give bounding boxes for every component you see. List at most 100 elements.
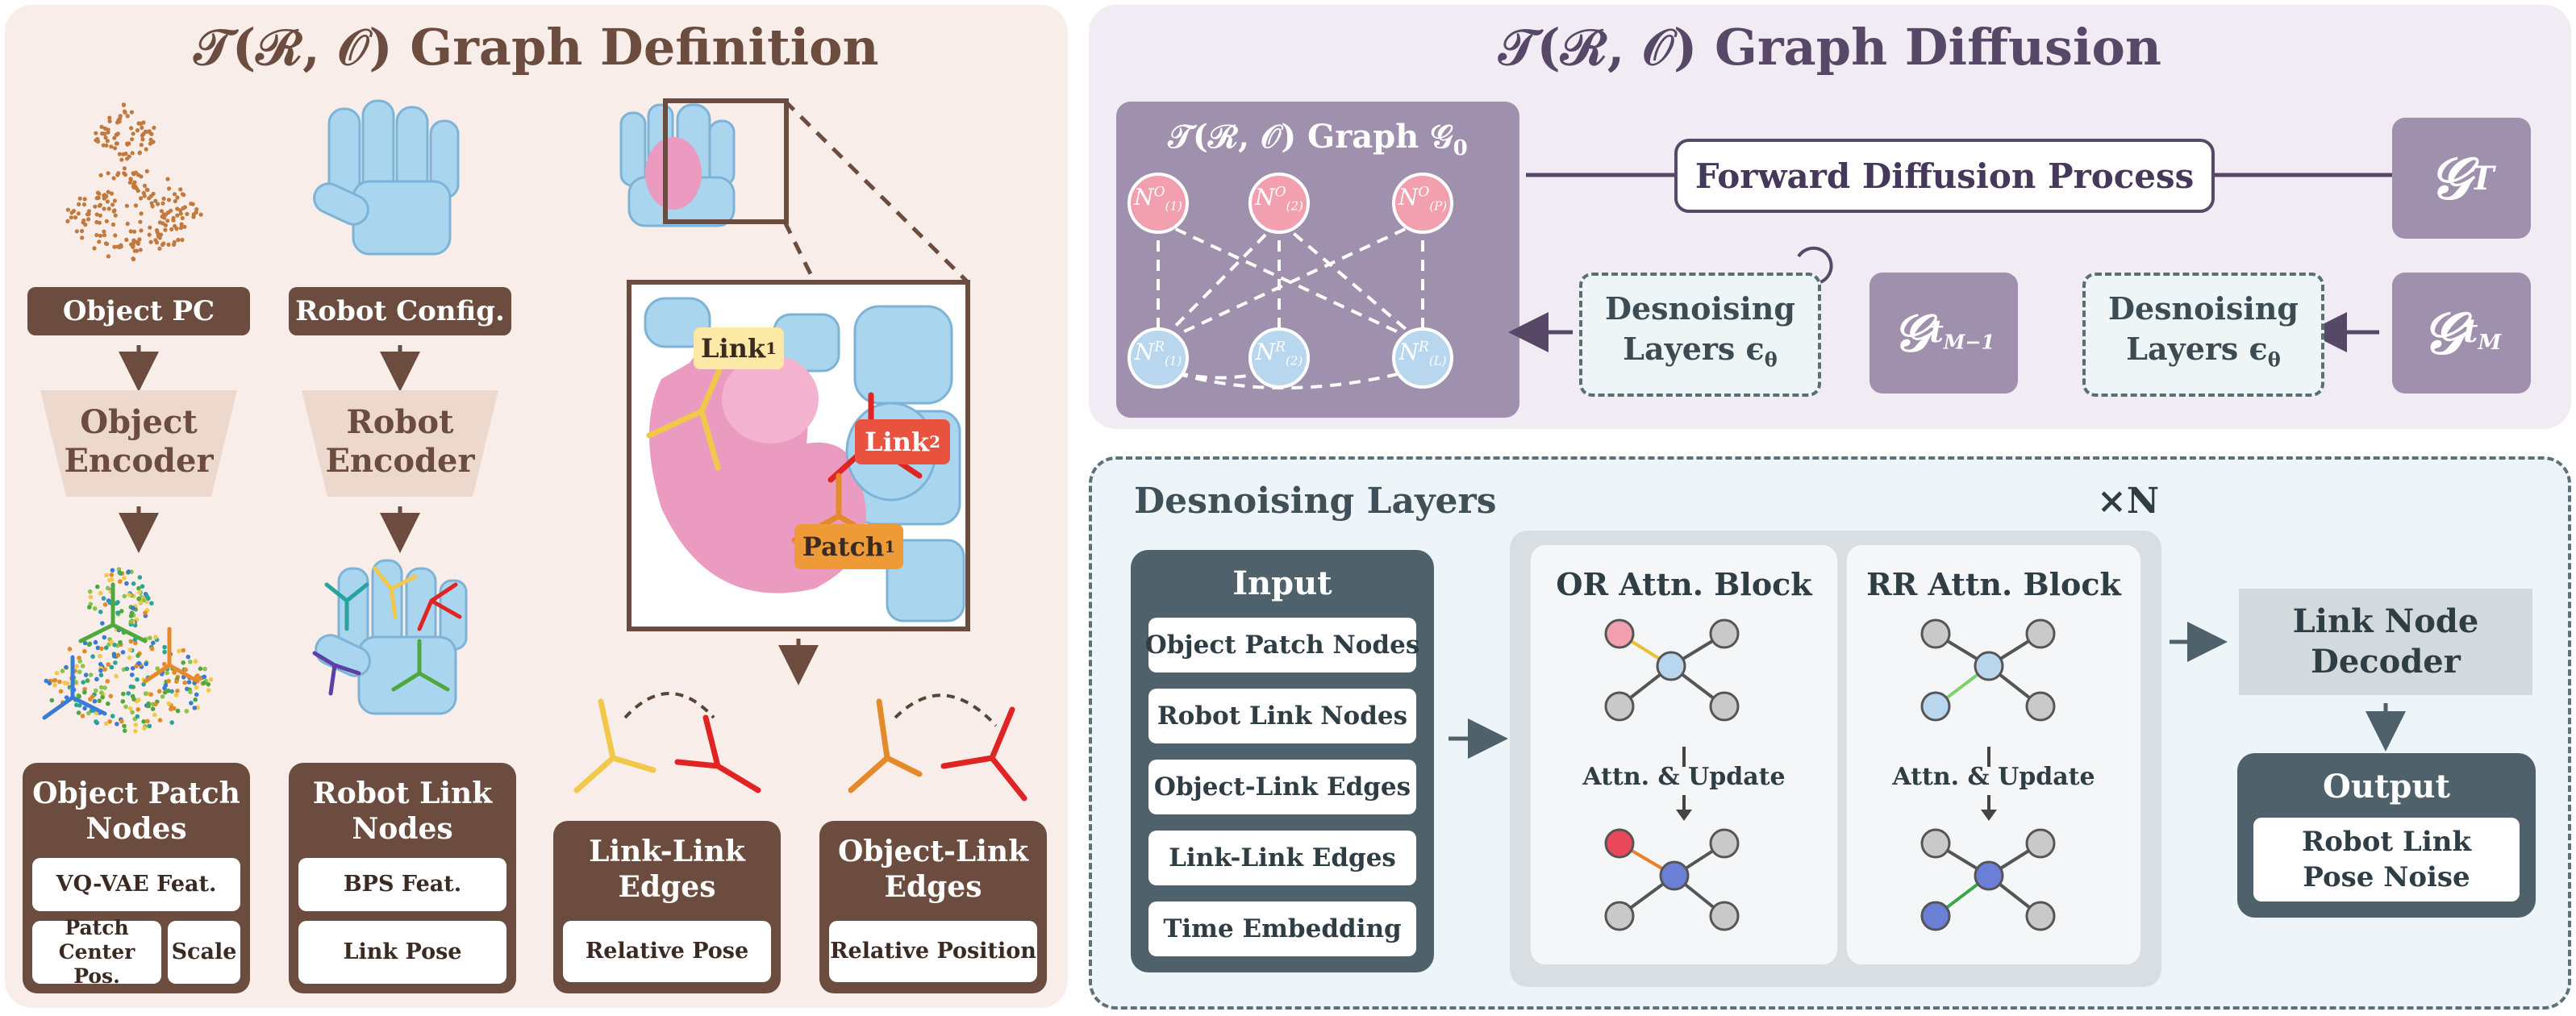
encoded-point-dot	[130, 666, 135, 671]
encoded-point-dot	[80, 664, 85, 668]
encoded-point-dot	[186, 680, 192, 685]
point-cloud-dot	[130, 137, 135, 142]
encoded-point-dot	[133, 640, 138, 646]
point-cloud-dot	[148, 137, 153, 142]
point-cloud-dot	[180, 215, 185, 221]
point-cloud-dot	[97, 203, 102, 208]
encoded-point-dot	[86, 642, 92, 647]
point-cloud-dot	[112, 135, 117, 140]
or-attn-title: OR Attn. Block	[1556, 566, 1812, 602]
encoded-point-dot	[122, 723, 127, 729]
point-cloud-dot	[123, 173, 127, 177]
point-cloud-dot	[92, 246, 97, 251]
encoded-point-dot	[142, 726, 147, 731]
encoded-point-dot	[98, 668, 103, 673]
encoded-point-dot	[149, 601, 154, 606]
encoded-point-dot	[106, 701, 110, 706]
graph-g0-diagram	[1128, 173, 1453, 389]
encoded-point-dot	[157, 718, 163, 722]
graph-g0-text: 𝒯(ℛ, 𝒪) Graph 𝒢	[1168, 118, 1453, 156]
point-cloud-dot	[135, 173, 140, 177]
encoded-point-dot	[93, 639, 98, 645]
point-cloud-dot	[180, 192, 185, 197]
encoded-point-dot	[106, 662, 110, 667]
encoded-point-dot	[169, 706, 173, 712]
point-cloud-dot	[97, 239, 102, 244]
encoded-point-dot	[118, 571, 123, 576]
point-cloud-dot	[151, 191, 156, 196]
encoded-point-dot	[135, 677, 140, 682]
point-cloud-dot	[102, 131, 107, 136]
encoded-point-dot	[145, 718, 150, 724]
point-cloud-dot	[194, 206, 199, 212]
point-cloud-dot	[163, 227, 168, 232]
encoded-point-dot	[135, 707, 140, 712]
point-cloud-dot	[98, 213, 102, 218]
encoded-point-dot	[76, 710, 81, 715]
input-robot-link-nodes: Robot Link Nodes	[1148, 689, 1416, 743]
encoded-point-dot	[138, 600, 144, 605]
input-object-patch-nodes: Object Patch Nodes	[1145, 618, 1419, 672]
point-cloud-dot	[85, 212, 90, 217]
rr-attn-graphs	[1920, 618, 2056, 931]
encoded-point-dot	[175, 689, 180, 693]
point-cloud-dot	[138, 219, 143, 224]
encoded-point-dot	[88, 594, 94, 600]
encoded-point-dot	[172, 670, 177, 675]
g-t-sub: T	[2470, 159, 2495, 198]
encoded-point-dot	[184, 709, 190, 714]
encoded-point-dot	[144, 661, 148, 667]
link1-sub: 1	[765, 339, 777, 358]
point-cloud-dot	[160, 242, 165, 248]
encoded-point-dot	[188, 689, 193, 694]
encoded-point-dot	[149, 646, 155, 652]
denoising-layers-box-2: Desnoising Layers ϵθ	[2082, 273, 2324, 397]
point-cloud-dot	[160, 201, 165, 206]
encoded-point-dot	[141, 598, 147, 603]
point-cloud-dot	[148, 239, 153, 244]
encoded-point-dot	[135, 653, 140, 658]
encoded-point-dot	[148, 635, 152, 640]
encoded-point-dot	[128, 684, 134, 689]
point-cloud-dot	[73, 215, 78, 220]
denoising-layers-box-1: Desnoising Layers ϵθ	[1579, 273, 1821, 397]
object-point-cloud-image	[65, 102, 203, 262]
encoded-point-dot	[99, 690, 104, 695]
point-cloud-dot	[179, 222, 184, 227]
encoded-point-dot	[146, 701, 151, 706]
point-cloud-dot	[160, 221, 165, 226]
point-cloud-dot	[175, 195, 180, 200]
object-node-p: NO(P)	[1398, 184, 1448, 214]
point-cloud-dot	[117, 152, 122, 156]
point-cloud-dot	[182, 224, 187, 229]
robot-link-nodes-box: Robot Link Nodes BPS Feat. Link Pose	[289, 763, 516, 993]
or-attn-step: Attn. & Update	[1582, 763, 1786, 791]
encoded-point-dot	[148, 692, 153, 697]
encoded-point-dot	[52, 677, 58, 683]
encoded-point-dot	[143, 691, 148, 696]
point-cloud-dot	[94, 212, 99, 217]
encoded-point-dot	[127, 647, 133, 652]
encoded-point-dot	[120, 699, 126, 704]
encoded-point-dot	[65, 681, 70, 686]
encoded-point-dot	[206, 681, 211, 687]
point-cloud-dot	[86, 217, 91, 222]
encoded-point-dot	[103, 645, 109, 651]
object-node-1: NO(1)	[1134, 184, 1182, 214]
point-cloud-dot	[131, 244, 135, 248]
point-cloud-dot	[147, 232, 152, 237]
point-cloud-dot	[81, 218, 86, 223]
point-cloud-dot	[106, 130, 110, 135]
encoded-point-dot	[92, 606, 98, 611]
encoded-point-dot	[141, 719, 146, 724]
object-patch-nodes-title: Object Patch Nodes	[32, 777, 240, 846]
encoded-point-dot	[162, 689, 168, 695]
graph-diffusion-title: 𝒯(ℛ, 𝒪) Graph Diffusion	[1498, 18, 2161, 77]
encoded-point-dot	[102, 635, 107, 640]
encoded-point-dot	[57, 679, 62, 685]
encoded-point-dot	[52, 683, 57, 688]
encoded-point-dot	[123, 704, 128, 710]
